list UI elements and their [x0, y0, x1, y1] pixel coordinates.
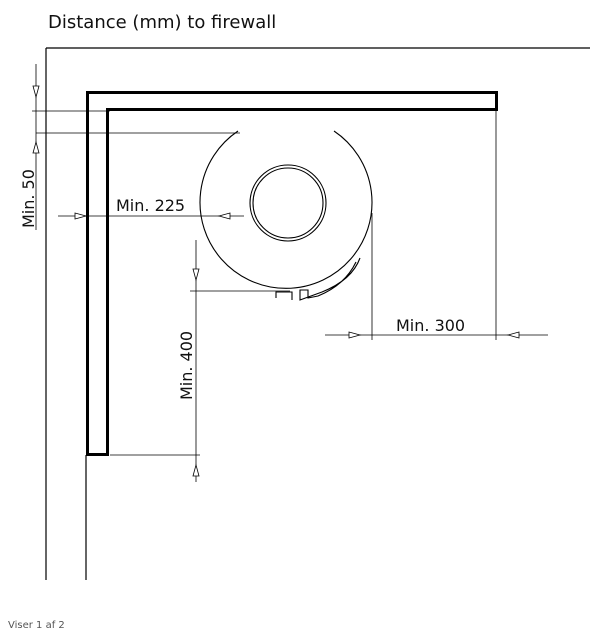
room-walls	[45, 47, 590, 580]
arrow-right-icon	[348, 331, 362, 339]
stove-flue-inner	[252, 167, 324, 239]
dimension-arrows	[32, 85, 520, 477]
firewall	[86, 91, 498, 456]
arrow-down-icon	[32, 85, 40, 99]
arrow-left-icon	[506, 331, 520, 339]
arrow-up-icon	[32, 140, 40, 154]
dim-label-min-225: Min. 225	[116, 196, 185, 215]
arrow-left-icon	[217, 212, 231, 220]
arrow-down-icon	[192, 268, 200, 282]
dim-label-min-400: Min. 400	[177, 331, 196, 400]
arrow-right-icon	[74, 212, 88, 220]
stove-flue-outer	[249, 164, 327, 242]
arrow-up-icon	[192, 463, 200, 477]
drawing-title: Distance (mm) to firewall	[48, 12, 277, 33]
dim-label-min-300: Min. 300	[396, 316, 465, 335]
page-indicator: Viser 1 af 2	[8, 620, 65, 631]
dim-label-min-50: Min. 50	[19, 169, 38, 228]
stove-door	[299, 257, 361, 301]
stove	[199, 130, 373, 301]
dimension-lines	[32, 64, 548, 482]
